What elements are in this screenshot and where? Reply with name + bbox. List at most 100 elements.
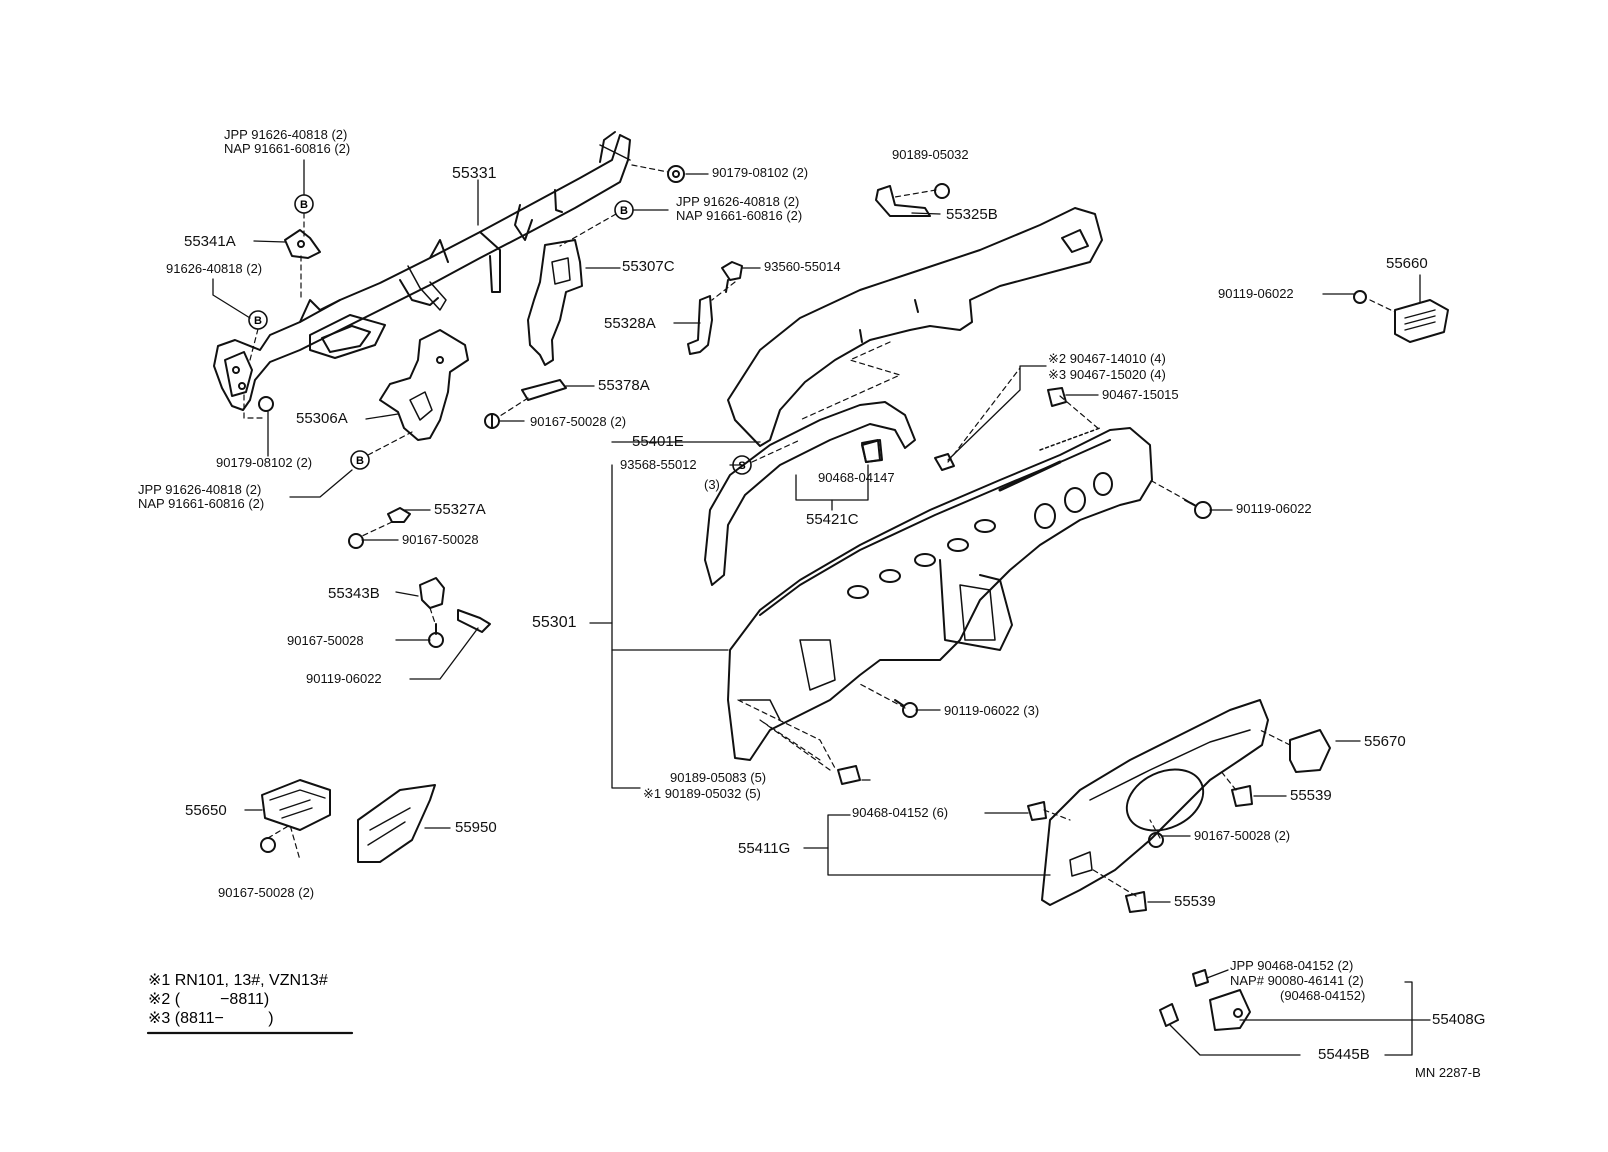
label-55341A: 55341A xyxy=(184,233,236,250)
b-marker: B xyxy=(620,205,628,217)
nut-90189-05032 xyxy=(934,183,950,199)
b-marker: B xyxy=(356,455,364,467)
bolt-90119-c xyxy=(457,609,491,633)
b-marker-letters: B B B B S xyxy=(254,199,746,472)
label-90167-e: 90167-50028 (2) xyxy=(218,885,315,900)
clip-90467-14010 xyxy=(934,453,955,471)
clip-55539-b xyxy=(1125,891,1147,913)
bracket-55307C xyxy=(527,239,583,366)
nut-90189-05083 xyxy=(837,765,861,785)
label-90119-c: 90119-06022 xyxy=(306,671,382,686)
label-jpp-box: JPP 90468-04152 (2) xyxy=(1230,958,1354,973)
label-90119-d: 90119-06022 (3) xyxy=(944,703,1040,718)
label-nap-box: NAP# 90080-46141 (2) xyxy=(1230,973,1364,988)
label-nap-mid: NAP 91661-60816 (2) xyxy=(676,208,803,223)
label-55670: 55670 xyxy=(1364,733,1406,750)
label-55539-b: 55539 xyxy=(1174,893,1216,910)
label-90119-a: 90119-06022 xyxy=(1218,286,1294,301)
s-marker: S xyxy=(738,460,745,472)
label-55421C: 55421C xyxy=(806,511,859,528)
label-55408G: 55408G xyxy=(1432,1011,1486,1028)
clip-90468-04152 xyxy=(1027,801,1047,821)
screw-90167-e xyxy=(1148,832,1164,848)
b-marker: B xyxy=(300,199,308,211)
note-2: ※2 ( −8811) xyxy=(148,991,270,1008)
label-90467-15015: 90467-15015 xyxy=(1102,387,1179,402)
bolt-90119-d xyxy=(894,699,918,718)
label-93560: 93560-55014 xyxy=(764,259,841,274)
label-90167-d: 90167-50028 (2) xyxy=(1194,828,1291,843)
screw-90167-a xyxy=(484,413,500,429)
screw-93560 xyxy=(721,261,743,293)
panel-55408G xyxy=(1209,989,1251,1031)
label-jpp-top: JPP 91626-40818 (2) xyxy=(224,127,348,142)
clip-90468-box xyxy=(1192,969,1209,987)
label-90189-05032: 90189-05032 xyxy=(892,147,969,162)
label-55950: 55950 xyxy=(455,819,497,836)
label-55650: 55650 xyxy=(185,802,227,819)
label-90189-05083: 90189-05083 (5) xyxy=(670,770,767,785)
label-alt-box: (90468-04152) xyxy=(1280,988,1366,1003)
label-90119-b: 90119-06022 xyxy=(1236,501,1312,516)
clip-90468-04147 xyxy=(861,439,881,463)
bracket-55328A xyxy=(687,295,713,355)
vent-55650 xyxy=(260,779,331,853)
vent-55660 xyxy=(1353,290,1449,343)
label-55378A: 55378A xyxy=(598,377,650,394)
bracket-55341A xyxy=(284,229,321,259)
label-90167-b: 90167-50028 xyxy=(402,532,479,547)
label-x1: ※1 90189-05032 (5) xyxy=(643,786,761,801)
label-55411G: 55411G xyxy=(738,840,791,857)
nut-90179-b xyxy=(258,396,274,412)
label-90468-04147: 90468-04147 xyxy=(818,470,895,485)
screw-90167-b xyxy=(348,533,364,549)
clip-55378A xyxy=(521,379,567,401)
trim-55421C xyxy=(704,401,916,586)
label-90179-b: 90179-08102 (2) xyxy=(216,455,313,470)
label-90468-04152: 90468-04152 (6) xyxy=(852,805,949,820)
label-55343B: 55343B xyxy=(328,585,380,602)
label-55307C: 55307C xyxy=(622,258,675,275)
label-55325B: 55325B xyxy=(946,206,998,223)
label-55328A: 55328A xyxy=(604,315,656,332)
label-x2: ※2 90467-14010 (4) xyxy=(1048,351,1166,366)
label-55301: 55301 xyxy=(532,614,577,631)
clip-55327A xyxy=(387,507,411,523)
label-90167-a: 90167-50028 (2) xyxy=(530,414,627,429)
duct-55950 xyxy=(357,784,436,863)
leader-lines xyxy=(146,159,1431,1056)
label-93568: 93568-55012 xyxy=(620,457,697,472)
bolt-90119-b xyxy=(1184,499,1212,519)
label-93568-qty: (3) xyxy=(704,477,720,492)
label-nap-low: NAP 91661-60816 (2) xyxy=(138,496,265,511)
bracket-55325B xyxy=(875,185,931,217)
label-55539-a: 55539 xyxy=(1290,787,1332,804)
label-nap-top: NAP 91661-60816 (2) xyxy=(224,141,351,156)
cover-55401E xyxy=(727,207,1103,447)
label-55331: 55331 xyxy=(452,165,497,182)
clip-55445B xyxy=(1159,1003,1179,1027)
label-jpp-mid: JPP 91626-40818 (2) xyxy=(676,194,800,209)
panel-55411G xyxy=(1041,699,1269,906)
nut-90179-a xyxy=(667,165,685,183)
bracket-55343B xyxy=(419,577,445,609)
label-90179-a: 90179-08102 (2) xyxy=(712,165,809,180)
label-55660: 55660 xyxy=(1386,255,1428,272)
label-jpp-low: JPP 91626-40818 (2) xyxy=(138,482,262,497)
label-55445B: 55445B xyxy=(1318,1046,1370,1063)
reinforcement-55331 xyxy=(213,131,631,411)
note-1: ※1 RN101, 13#, VZN13# xyxy=(148,972,328,989)
diagram-code: MN 2287-B xyxy=(1415,1065,1481,1080)
screw-90167-c xyxy=(428,623,444,648)
label-55306A: 55306A xyxy=(296,410,348,427)
label-x3: ※3 90467-15020 (4) xyxy=(1048,367,1166,382)
dashed-connectors xyxy=(243,164,1396,897)
label-55327A: 55327A xyxy=(434,501,486,518)
clip-90467-15015 xyxy=(1047,387,1067,407)
note-3: ※3 (8811− ) xyxy=(148,1010,274,1027)
panel-55301 xyxy=(727,427,1153,761)
bracket-55306A xyxy=(379,329,469,441)
label-90167-c: 90167-50028 xyxy=(287,633,364,648)
label-91626: 91626-40818 (2) xyxy=(166,261,263,276)
